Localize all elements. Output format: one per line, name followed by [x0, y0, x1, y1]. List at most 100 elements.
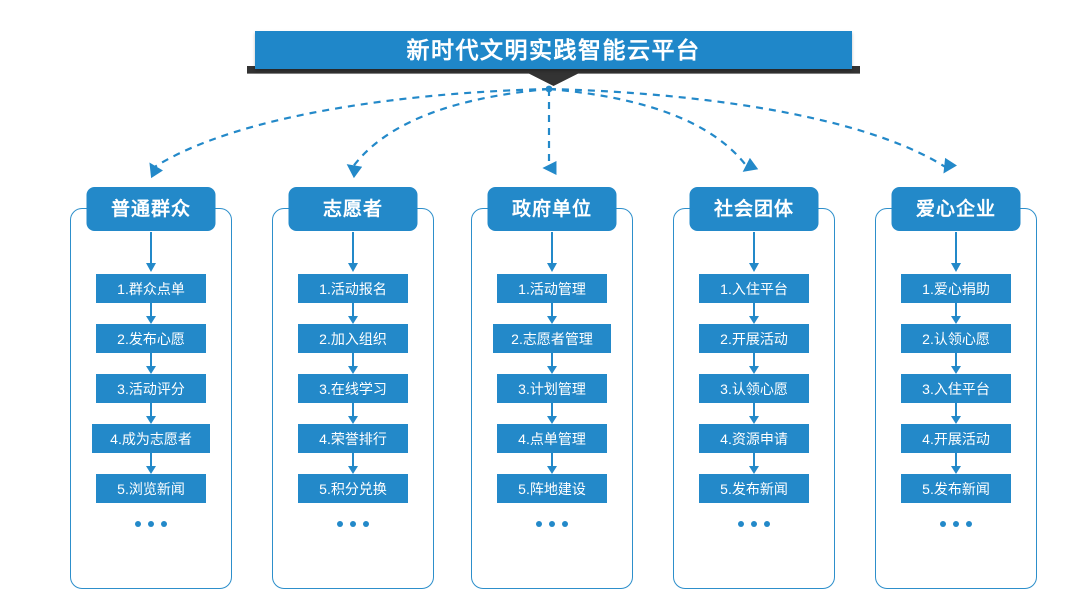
- flow-item[interactable]: 4.资源申请: [699, 424, 809, 453]
- column-header-label: 社会团体: [713, 198, 794, 220]
- flow-item-label: 2.认领心愿: [922, 330, 990, 347]
- flow-item-label: 5.积分兑换: [319, 480, 387, 497]
- flow-item-label: 5.发布新闻: [922, 480, 990, 497]
- page-title: 新时代文明实践智能云平台: [406, 36, 701, 63]
- arrow-down-icon: [546, 353, 558, 374]
- flow-item[interactable]: 3.计划管理: [497, 374, 607, 403]
- flow-item-label: 2.志愿者管理: [511, 330, 593, 347]
- column-items-volunteer: 1.活动报名 2.加入组织 3.在线学习 4.荣誉排行 5.积分兑换: [273, 274, 433, 527]
- more-items-ellipsis-icon: [940, 521, 972, 527]
- role-column-social-group: 社会团体 1.入住平台 2.开展活动 3.认领心愿 4.资源申请: [673, 187, 835, 589]
- column-items-charity-enterprise: 1.爱心捐助 2.认领心愿 3.入住平台 4.开展活动 5.发布新闻: [876, 274, 1036, 527]
- flow-item[interactable]: 3.入住平台: [901, 374, 1011, 403]
- arrow-down-icon: [748, 403, 760, 424]
- arrow-down-icon: [950, 403, 962, 424]
- flow-item-label: 5.发布新闻: [720, 480, 788, 497]
- flow-item-label: 1.活动报名: [319, 280, 387, 297]
- flow-item-label: 4.成为志愿者: [110, 430, 192, 447]
- arrow-down-icon: [145, 403, 157, 424]
- arrow-down-icon: [546, 303, 558, 324]
- flow-item[interactable]: 2.发布心愿: [96, 324, 206, 353]
- flow-item-label: 3.在线学习: [319, 380, 387, 397]
- flow-item-label: 3.活动评分: [117, 380, 185, 397]
- flow-item-label: 4.荣誉排行: [319, 430, 387, 447]
- flow-item[interactable]: 4.荣誉排行: [298, 424, 408, 453]
- header-to-first-item-arrow-icon: [950, 232, 962, 272]
- column-header-label: 志愿者: [322, 198, 383, 220]
- flow-item-label: 3.入住平台: [922, 380, 990, 397]
- flow-item-label: 4.开展活动: [922, 430, 990, 447]
- flow-item-label: 2.发布心愿: [117, 330, 185, 347]
- flow-item[interactable]: 1.活动报名: [298, 274, 408, 303]
- arrow-down-icon: [950, 303, 962, 324]
- column-items-government-unit: 1.活动管理 2.志愿者管理 3.计划管理 4.点单管理 5.阵地建设: [472, 274, 632, 527]
- flow-item[interactable]: 4.点单管理: [497, 424, 607, 453]
- header-to-first-item-arrow-icon: [748, 232, 760, 272]
- flow-item[interactable]: 4.成为志愿者: [92, 424, 210, 453]
- header-to-first-item-arrow-icon: [546, 232, 558, 272]
- flow-item[interactable]: 2.认领心愿: [901, 324, 1011, 353]
- flow-item[interactable]: 4.开展活动: [901, 424, 1011, 453]
- flow-item[interactable]: 1.爱心捐助: [901, 274, 1011, 303]
- flow-item[interactable]: 5.积分兑换: [298, 474, 408, 503]
- column-header-label: 爱心企业: [915, 198, 996, 220]
- flow-item[interactable]: 3.活动评分: [96, 374, 206, 403]
- arrow-down-icon: [950, 353, 962, 374]
- flow-item-label: 5.浏览新闻: [117, 480, 185, 497]
- role-column-charity-enterprise: 爱心企业 1.爱心捐助 2.认领心愿 3.入住平台 4.开展活动: [875, 187, 1037, 589]
- flow-item-label: 2.加入组织: [319, 330, 387, 347]
- flow-item-label: 4.资源申请: [720, 430, 788, 447]
- arrow-down-icon: [145, 353, 157, 374]
- column-header-government-unit[interactable]: 政府单位: [487, 187, 617, 231]
- role-column-general-public: 普通群众 1.群众点单 2.发布心愿 3.活动评分 4.成为志愿者: [70, 187, 232, 589]
- header-to-first-item-arrow-icon: [145, 232, 157, 272]
- flow-item-label: 4.点单管理: [518, 430, 586, 447]
- flow-item-label: 2.开展活动: [720, 330, 788, 347]
- flow-item[interactable]: 5.浏览新闻: [96, 474, 206, 503]
- flow-item[interactable]: 2.加入组织: [298, 324, 408, 353]
- role-column-volunteer: 志愿者 1.活动报名 2.加入组织 3.在线学习 4.荣誉排行: [272, 187, 434, 589]
- flow-item[interactable]: 5.发布新闻: [699, 474, 809, 503]
- flow-item-label: 3.计划管理: [518, 380, 586, 397]
- flow-item[interactable]: 5.阵地建设: [497, 474, 607, 503]
- flow-item-label: 3.认领心愿: [720, 380, 788, 397]
- flow-item[interactable]: 3.认领心愿: [699, 374, 809, 403]
- flow-item[interactable]: 1.群众点单: [96, 274, 206, 303]
- arrow-down-icon: [145, 303, 157, 324]
- flow-item-label: 1.入住平台: [720, 280, 788, 297]
- flow-item-label: 1.爱心捐助: [922, 280, 990, 297]
- arrow-down-icon: [347, 453, 359, 474]
- column-header-label: 政府单位: [511, 198, 592, 220]
- column-header-social-group[interactable]: 社会团体: [689, 187, 819, 231]
- arrow-down-icon: [347, 303, 359, 324]
- arrow-down-icon: [748, 453, 760, 474]
- flow-item-label: 1.群众点单: [117, 280, 185, 297]
- flow-item[interactable]: 3.在线学习: [298, 374, 408, 403]
- role-column-government-unit: 政府单位 1.活动管理 2.志愿者管理 3.计划管理 4.点单管理: [471, 187, 633, 589]
- flow-item[interactable]: 2.志愿者管理: [493, 324, 611, 353]
- column-items-social-group: 1.入住平台 2.开展活动 3.认领心愿 4.资源申请 5.发布新闻: [674, 274, 834, 527]
- arrow-down-icon: [546, 403, 558, 424]
- arrow-down-icon: [347, 403, 359, 424]
- arrow-down-icon: [748, 303, 760, 324]
- column-header-general-public[interactable]: 普通群众: [86, 187, 216, 231]
- platform-title-bar: 新时代文明实践智能云平台: [255, 31, 852, 69]
- flow-item-label: 5.阵地建设: [518, 480, 586, 497]
- more-items-ellipsis-icon: [738, 521, 770, 527]
- column-header-charity-enterprise[interactable]: 爱心企业: [891, 187, 1021, 231]
- flow-item[interactable]: 1.入住平台: [699, 274, 809, 303]
- header-to-first-item-arrow-icon: [347, 232, 359, 272]
- flow-item[interactable]: 2.开展活动: [699, 324, 809, 353]
- more-items-ellipsis-icon: [135, 521, 167, 527]
- flow-item[interactable]: 1.活动管理: [497, 274, 607, 303]
- column-items-general-public: 1.群众点单 2.发布心愿 3.活动评分 4.成为志愿者 5.浏览新闻: [71, 274, 231, 527]
- arrow-down-icon: [748, 353, 760, 374]
- flow-item[interactable]: 5.发布新闻: [901, 474, 1011, 503]
- more-items-ellipsis-icon: [337, 521, 369, 527]
- column-header-volunteer[interactable]: 志愿者: [288, 187, 418, 231]
- more-items-ellipsis-icon: [536, 521, 568, 527]
- column-header-label: 普通群众: [110, 198, 191, 220]
- arrow-down-icon: [950, 453, 962, 474]
